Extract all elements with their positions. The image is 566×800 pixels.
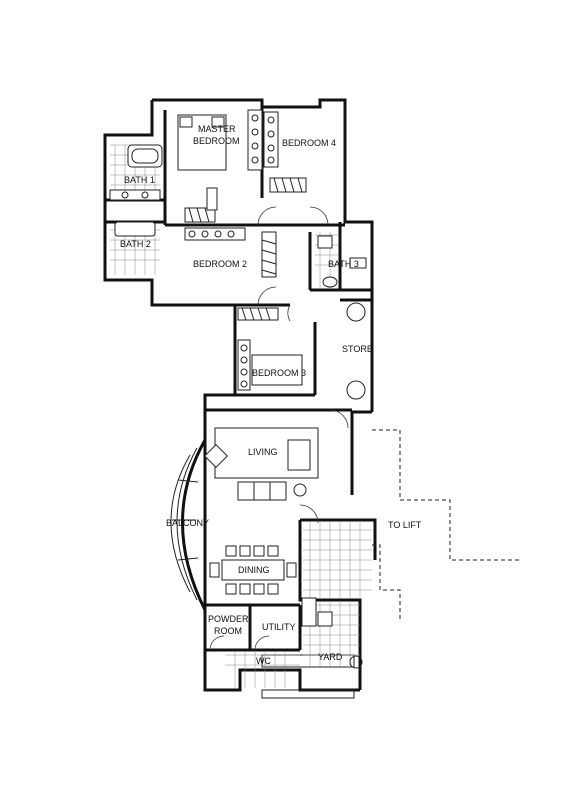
interior-walls xyxy=(105,107,372,652)
master-bedroom-label: MASTER xyxy=(198,124,236,134)
bedroom3-wardrobe xyxy=(237,339,251,391)
exterior-walls xyxy=(103,98,377,692)
bedroom-4-label: BEDROOM 4 xyxy=(282,138,336,148)
bath-2-label: BATH 2 xyxy=(120,239,151,249)
bedroom3-closet xyxy=(237,307,279,321)
bedroom2-closet xyxy=(261,231,277,278)
bedroom-3-label: BEDROOM 3 xyxy=(252,368,306,378)
store-fixtures xyxy=(346,302,366,400)
bedroom3-bed xyxy=(251,354,303,386)
bedroom-2-label: BEDROOM 2 xyxy=(193,259,247,269)
bedroom4-closet xyxy=(269,177,307,193)
bedroom4-wardrobe xyxy=(263,111,279,168)
lift-corridor xyxy=(372,429,520,620)
balcony-curve xyxy=(170,439,207,611)
master-wardrobe xyxy=(247,109,263,171)
bath3-fixtures xyxy=(317,235,367,288)
utility-label: UTILITY xyxy=(262,622,296,632)
balcony-label: BALCONY xyxy=(166,518,209,528)
living-label: LIVING xyxy=(248,447,278,457)
to-lift-label: TO LIFT xyxy=(388,520,422,530)
powder-room-label: POWDER xyxy=(208,614,249,624)
dining-table xyxy=(209,545,297,595)
bathtub-1 xyxy=(127,144,163,168)
store-label: STORE xyxy=(342,344,373,354)
wc-label: WC xyxy=(256,656,271,666)
master-closet xyxy=(184,187,218,223)
yard-label: YARD xyxy=(318,652,343,662)
living-sofa xyxy=(203,439,311,501)
bath-1-label: BATH 1 xyxy=(124,175,155,185)
kitchen-counter xyxy=(301,597,363,669)
dining-label: DINING xyxy=(238,565,270,575)
powder-room-label-line2: ROOM xyxy=(214,626,242,636)
bath-3-label: BATH 3 xyxy=(328,259,359,269)
bathtub-2 xyxy=(114,221,156,237)
bedroom2-wardrobe xyxy=(184,227,246,241)
master-bedroom-label-line2: BEDROOM xyxy=(193,136,240,146)
door-swings xyxy=(209,206,349,651)
master-bed xyxy=(177,114,227,171)
bath1-vanity xyxy=(109,189,161,201)
